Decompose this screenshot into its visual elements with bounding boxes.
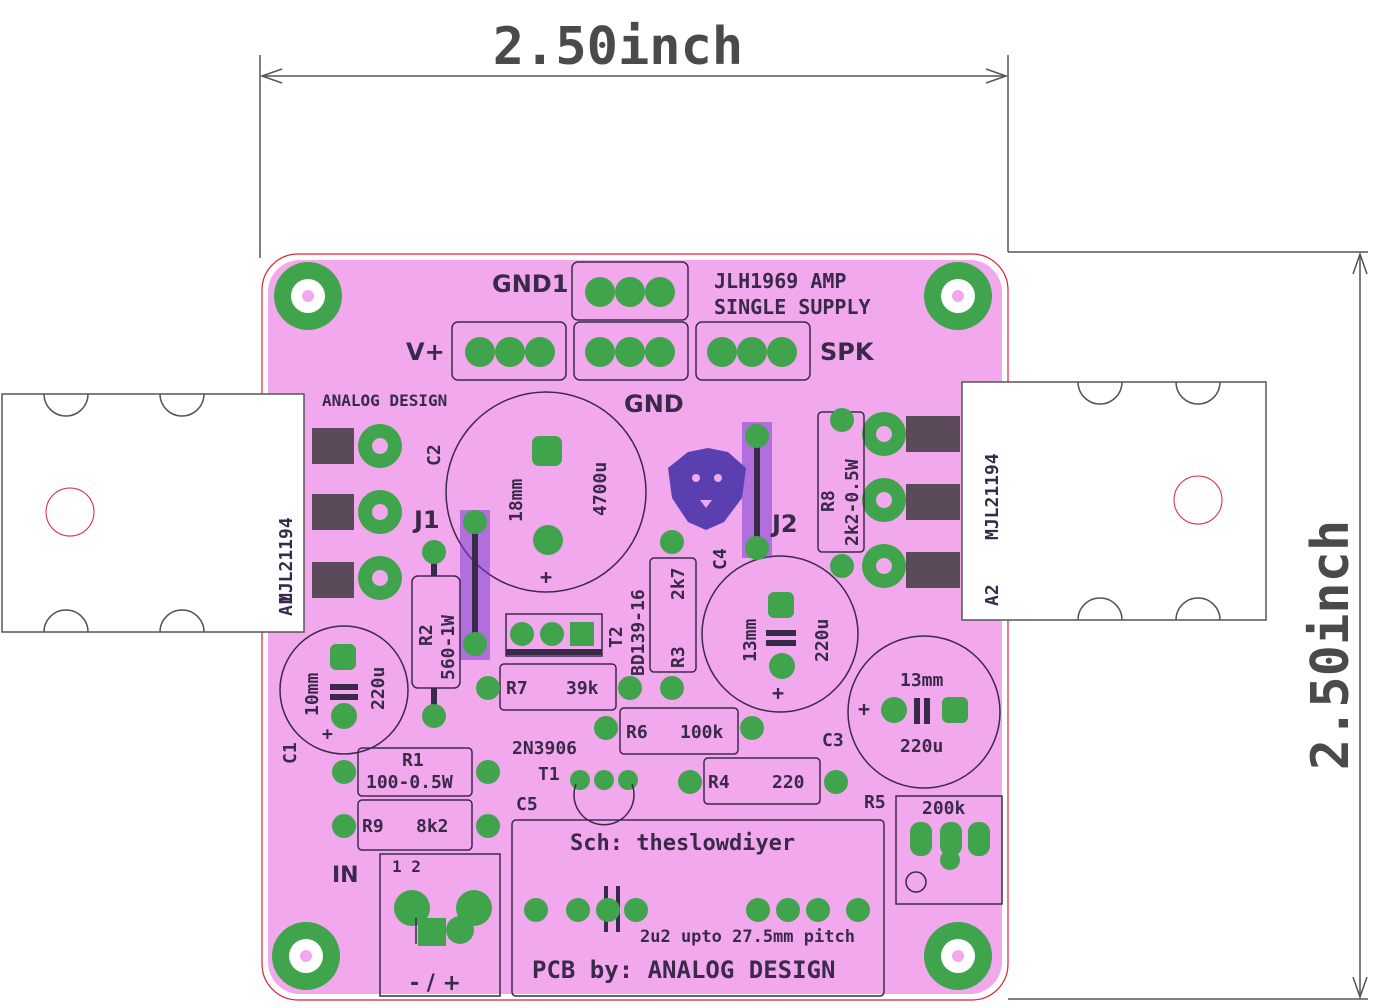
- label-j2: J2: [770, 510, 798, 538]
- c2-value: 4700u: [590, 462, 611, 516]
- c1-value: 220u: [368, 667, 389, 710]
- capacitor-outlines: [279, 391, 1001, 789]
- in-pin-labels: 1 2: [392, 857, 421, 876]
- t1-part: 2N3906: [512, 738, 577, 759]
- schematic-credit: Sch: theslowdiyer: [570, 831, 795, 856]
- label-gnd1: GND1: [492, 270, 568, 298]
- capacitor-pads: [330, 436, 968, 729]
- lion-logo: [668, 448, 746, 530]
- c2-size: 18mm: [506, 478, 527, 522]
- c5-note: 2u2 upto 27.5mm pitch: [640, 927, 855, 947]
- r7-ref: R7: [506, 678, 528, 699]
- in-polarity: - / +: [410, 971, 461, 996]
- component-pads: [332, 408, 990, 946]
- c5-ref: C5: [516, 794, 538, 815]
- brand-text: ANALOG DESIGN: [322, 391, 447, 410]
- r1-value: 100-0.5W: [366, 772, 453, 793]
- resistor-r2: [411, 540, 461, 728]
- title-line1: JLH1969 AMP: [714, 269, 846, 293]
- connector-pads: [465, 277, 797, 367]
- c3-ref: C3: [822, 730, 844, 751]
- r2-value: 560-1W: [438, 615, 459, 680]
- pcb-credit: PCB by: ANALOG DESIGN: [532, 956, 835, 984]
- r7-value: 39k: [566, 678, 599, 699]
- connector-outlines: [451, 261, 811, 381]
- a1-ref: A1: [276, 594, 297, 616]
- c1-size: 10mm: [302, 672, 323, 716]
- r4-value: 220: [772, 772, 805, 793]
- r8-ref: R8: [818, 490, 839, 512]
- c3-size: 13mm: [900, 670, 944, 691]
- mounting-holes: [272, 262, 992, 990]
- transistor-a1-body: [1, 393, 354, 633]
- transistor-a2-body: [906, 381, 1267, 621]
- jumpers: [460, 422, 772, 660]
- r2-ref: R2: [416, 624, 437, 646]
- height-label: 2.50inch: [1301, 520, 1361, 770]
- dimension-width: [259, 55, 1368, 1000]
- c3-value: 220u: [900, 736, 943, 757]
- r3-ref: R3: [668, 646, 689, 668]
- r9-value: 8k2: [416, 816, 449, 837]
- c4-value: 220u: [812, 619, 833, 662]
- c4-ref: C4: [710, 548, 731, 570]
- r5-value: 200k: [922, 798, 966, 819]
- t2-part: BD139-16: [628, 589, 649, 676]
- misc-silk: [415, 783, 927, 944]
- c3-plus: +: [858, 697, 870, 721]
- label-j1: J1: [412, 506, 440, 534]
- resistor-outlines: [357, 411, 1003, 997]
- c2-plus: +: [540, 565, 552, 589]
- a2-part: MJL21194: [982, 453, 1003, 540]
- transistor-t2: [505, 613, 603, 657]
- c1-plus: +: [322, 724, 333, 745]
- r4-ref: R4: [708, 772, 730, 793]
- a2-ref: A2: [982, 584, 1003, 606]
- r8-value: 2k2-0.5W: [842, 459, 863, 546]
- label-spk: SPK: [820, 338, 875, 366]
- r6-value: 100k: [680, 722, 724, 743]
- t1-ref: T1: [538, 764, 560, 785]
- power-transistor-pads: [358, 412, 906, 600]
- title-line2: SINGLE SUPPLY: [714, 295, 871, 319]
- r1-ref: R1: [402, 750, 424, 771]
- c1-ref: C1: [280, 742, 301, 764]
- r3-value: 2k7: [668, 567, 689, 600]
- label-vplus: V+: [406, 338, 445, 366]
- c4-plus: +: [772, 681, 784, 705]
- c4-size: 13mm: [740, 618, 761, 662]
- label-gnd: GND: [624, 390, 684, 418]
- r6-ref: R6: [626, 722, 648, 743]
- c2-ref: C2: [424, 444, 445, 466]
- t2-ref: T2: [606, 626, 627, 648]
- a1-part: MJL21194: [276, 517, 297, 604]
- label-in: IN: [332, 863, 359, 888]
- r9-ref: R9: [362, 816, 384, 837]
- r5-ref: R5: [864, 792, 886, 813]
- width-label: 2.50inch: [493, 17, 743, 77]
